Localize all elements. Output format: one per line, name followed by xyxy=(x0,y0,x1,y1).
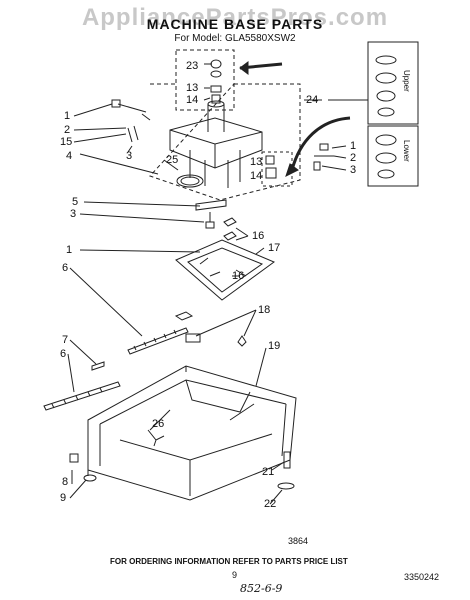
model-label: For Model: GLA5580XSW2 xyxy=(174,33,296,44)
callout-3: 3 xyxy=(126,150,133,162)
arrow-kit xyxy=(290,116,351,171)
callout-2: 2 xyxy=(64,124,71,136)
callout-4: 4 xyxy=(66,150,73,162)
kit-box-lower xyxy=(367,125,419,187)
callout-7: 7 xyxy=(62,334,69,346)
callout-23: 23 xyxy=(186,60,199,72)
callout-1: 1 xyxy=(64,110,71,122)
bracket-6 xyxy=(127,327,189,355)
upper-label: Upper xyxy=(402,70,411,92)
callout-15: 15 xyxy=(60,136,73,148)
callout-2-b: 2 xyxy=(350,152,357,164)
callout-25: 25 xyxy=(166,154,179,166)
callout-22: 22 xyxy=(264,498,277,510)
part-number: 3350242 xyxy=(404,572,440,582)
bracket-6-lower xyxy=(43,381,121,411)
watermark: AppliancePartsPros.com xyxy=(81,4,389,31)
page-number: 9 xyxy=(232,570,238,580)
callout-19: 19 xyxy=(268,340,281,352)
lower-label: Lower xyxy=(402,140,411,162)
callout-13-b: 13 xyxy=(250,156,263,168)
gearcase xyxy=(169,117,263,169)
callout-1-b: 1 xyxy=(350,140,357,152)
gearcase-outline xyxy=(149,83,301,201)
callout-9: 9 xyxy=(60,492,67,504)
callout-8: 8 xyxy=(62,476,69,488)
callout-18: 18 xyxy=(258,304,271,316)
callout-5: 5 xyxy=(72,196,79,208)
callout-14-b: 14 xyxy=(250,170,263,182)
illustration-code: 3864 xyxy=(288,536,309,546)
callout-17: 17 xyxy=(268,242,281,254)
callout-1-c: 1 xyxy=(66,244,73,256)
callout-6: 6 xyxy=(62,262,69,274)
belt-25 xyxy=(176,174,204,188)
callout-13: 13 xyxy=(186,82,199,94)
callout-6-b: 6 xyxy=(60,348,67,360)
ordering-note: FOR ORDERING INFORMATION REFER TO PARTS … xyxy=(110,557,348,566)
callout-24: 24 xyxy=(306,94,319,106)
callout-14: 14 xyxy=(186,94,199,106)
support-frame xyxy=(175,239,276,301)
callout-26: 26 xyxy=(152,418,165,430)
callout-21: 21 xyxy=(262,466,275,478)
callout-3-c: 3 xyxy=(70,208,77,220)
kit-box-upper xyxy=(367,41,419,125)
handwritten-note: 852-6-9 xyxy=(240,582,283,595)
callout-3-b: 3 xyxy=(350,164,357,176)
seal-kit-box xyxy=(175,49,235,111)
callout-16-b: 16 xyxy=(232,270,245,282)
callout-16: 16 xyxy=(252,230,265,242)
diagram-title: MACHINE BASE PARTS xyxy=(146,16,324,32)
